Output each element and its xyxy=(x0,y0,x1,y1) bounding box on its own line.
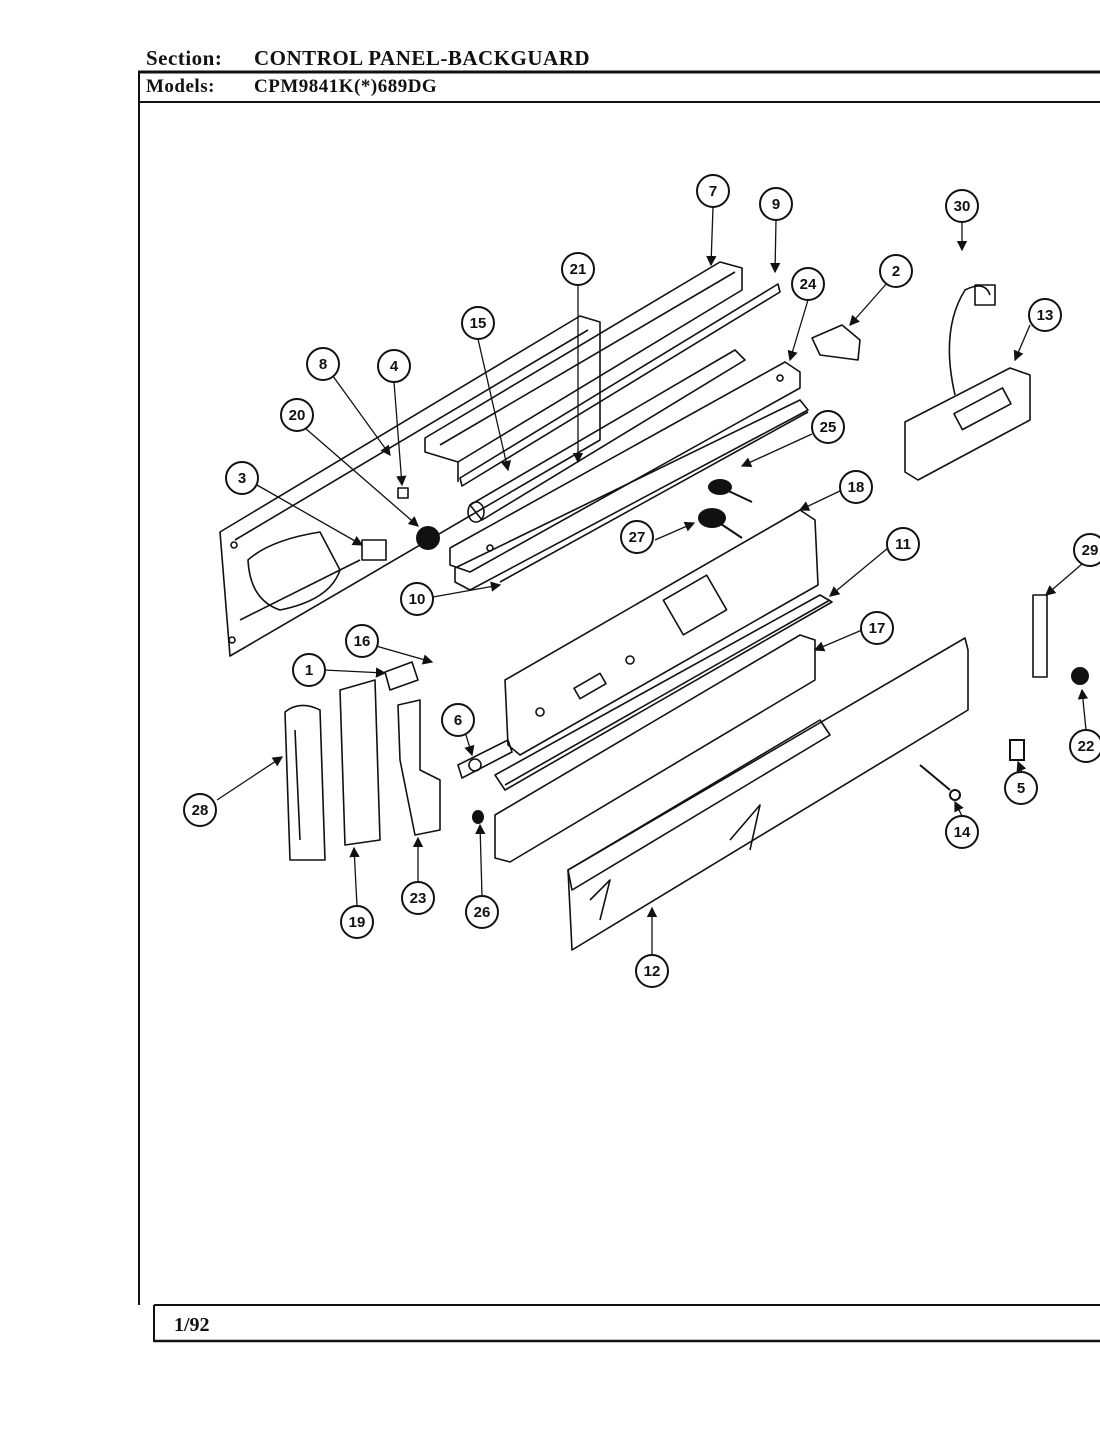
rotary-switch-20 xyxy=(416,526,440,550)
svg-text:23: 23 xyxy=(410,890,427,907)
svg-text:12: 12 xyxy=(644,963,661,980)
svg-text:1: 1 xyxy=(305,662,313,679)
callout-25: 25 xyxy=(811,410,845,444)
svg-text:13: 13 xyxy=(1037,307,1054,324)
callout-27: 27 xyxy=(620,520,654,554)
callout-19: 19 xyxy=(340,905,374,939)
callout-11: 11 xyxy=(886,527,920,561)
hinge xyxy=(384,661,419,691)
callout-18: 18 xyxy=(839,470,873,504)
callouts: 7 9 21 15 24 2 30 13 8 4 20 3 25 18 27 1… xyxy=(183,174,1100,988)
callout-12: 12 xyxy=(635,954,669,988)
callout-3: 3 xyxy=(225,461,259,495)
frame-rails xyxy=(449,361,809,591)
svg-text:14: 14 xyxy=(954,824,971,841)
svg-text:8: 8 xyxy=(319,356,327,373)
svg-text:7: 7 xyxy=(709,183,717,200)
section-title: CONTROL PANEL-BACKGUARD xyxy=(254,46,591,70)
wire-harness xyxy=(948,284,996,396)
callout-22: 22 xyxy=(1069,729,1100,763)
callout-2: 2 xyxy=(879,254,913,288)
end-bracket-19 xyxy=(339,679,381,846)
callout-21: 21 xyxy=(561,252,595,286)
callout-1: 1 xyxy=(292,653,326,687)
revision-date: 1/92 xyxy=(174,1314,210,1336)
clip xyxy=(397,487,409,499)
callout-6: 6 xyxy=(441,703,475,737)
callout-5: 5 xyxy=(1004,771,1038,805)
section-label: Section: xyxy=(146,46,223,70)
svg-text:9: 9 xyxy=(772,196,780,213)
side-trim xyxy=(1032,594,1048,678)
callout-20: 20 xyxy=(280,398,314,432)
callout-9: 9 xyxy=(759,187,793,221)
svg-text:18: 18 xyxy=(848,479,865,496)
callout-15: 15 xyxy=(461,306,495,340)
svg-text:15: 15 xyxy=(470,315,487,332)
page-frame xyxy=(138,70,1100,1343)
svg-text:3: 3 xyxy=(238,470,246,487)
callout-28: 28 xyxy=(183,793,217,827)
side-cap xyxy=(284,704,326,861)
svg-text:10: 10 xyxy=(409,591,426,608)
svg-text:20: 20 xyxy=(289,407,306,424)
callout-8: 8 xyxy=(306,347,340,381)
svg-text:19: 19 xyxy=(349,914,366,931)
callout-24: 24 xyxy=(791,267,825,301)
svg-text:4: 4 xyxy=(390,358,399,375)
callout-23: 23 xyxy=(401,881,435,915)
leader-lines xyxy=(216,206,1089,955)
callout-7: 7 xyxy=(696,174,730,208)
screw-14 xyxy=(949,789,961,801)
svg-text:6: 6 xyxy=(454,712,462,729)
svg-text:21: 21 xyxy=(570,261,587,278)
fluorescent-tube xyxy=(467,349,746,523)
knob-22 xyxy=(1071,667,1089,685)
callout-30: 30 xyxy=(945,189,979,223)
switch-block xyxy=(361,539,387,561)
svg-text:28: 28 xyxy=(192,802,209,819)
svg-text:25: 25 xyxy=(820,419,837,436)
svg-text:16: 16 xyxy=(354,633,371,650)
callout-16: 16 xyxy=(345,624,379,658)
callout-14: 14 xyxy=(945,815,979,849)
svg-text:26: 26 xyxy=(474,904,491,921)
callout-26: 26 xyxy=(465,895,499,929)
bracket xyxy=(811,324,861,361)
svg-text:17: 17 xyxy=(869,620,886,637)
trim-strip xyxy=(494,594,833,791)
svg-text:5: 5 xyxy=(1017,780,1025,797)
callout-17: 17 xyxy=(860,611,894,645)
top-channel xyxy=(424,261,781,487)
callout-29: 29 xyxy=(1073,533,1100,567)
svg-text:2: 2 xyxy=(892,263,900,280)
svg-text:24: 24 xyxy=(800,276,817,293)
models-label: Models: xyxy=(146,76,215,97)
svg-text:27: 27 xyxy=(629,529,646,546)
svg-text:11: 11 xyxy=(895,536,911,553)
spring-5 xyxy=(1009,739,1025,761)
electronic-control xyxy=(904,367,1031,481)
callout-4: 4 xyxy=(377,349,411,383)
callout-10: 10 xyxy=(400,582,434,616)
svg-text:22: 22 xyxy=(1078,738,1095,755)
end-bracket-23 xyxy=(397,699,441,836)
svg-text:30: 30 xyxy=(954,198,971,215)
models-value: CPM9841K(*)689DG xyxy=(254,76,438,97)
control-panel-face xyxy=(494,634,816,863)
svg-text:29: 29 xyxy=(1082,542,1099,559)
callout-13: 13 xyxy=(1028,298,1062,332)
glass-panel xyxy=(567,637,969,951)
rear-backguard-panel xyxy=(219,315,601,657)
knob-26 xyxy=(472,810,484,824)
end-cap xyxy=(457,739,513,779)
